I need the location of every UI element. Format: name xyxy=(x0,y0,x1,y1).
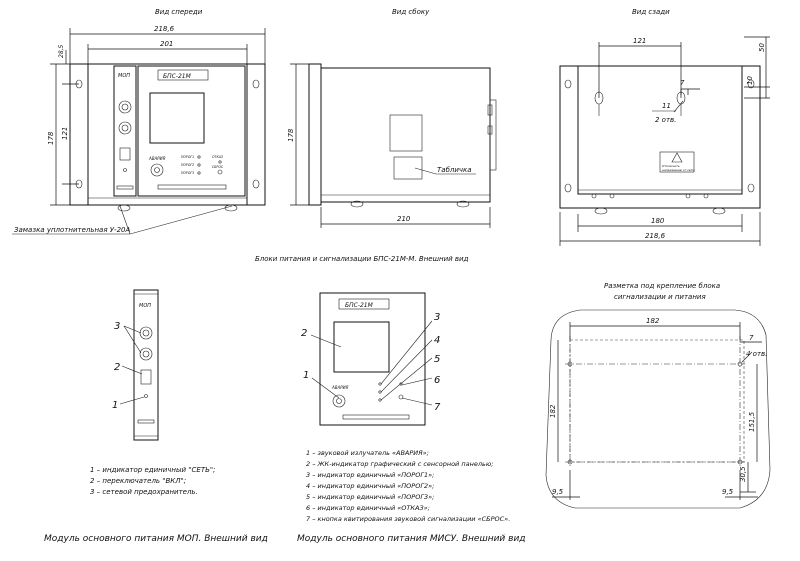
side-plate xyxy=(393,156,423,180)
mop-legend-2: 2 – переключатель "ВКЛ"; xyxy=(90,477,186,485)
misu-callout-3: 3 xyxy=(434,312,440,323)
mount-dim-182-h: 182 xyxy=(646,317,660,325)
front-reset-label: СБРОС xyxy=(212,165,224,169)
side-body xyxy=(320,67,491,203)
front-dim-hole-spacing: 121 xyxy=(61,127,69,140)
front-dim-top: 28,5 xyxy=(58,44,65,58)
back-holes-note: 2 отв. xyxy=(655,116,676,124)
misu-module-body xyxy=(319,292,426,426)
back-dim-7: 7 xyxy=(680,79,685,87)
front-fail-label: ОТКАЗ xyxy=(212,155,223,159)
back-dim-top: 50 xyxy=(758,43,766,52)
mop-module-label: МОП xyxy=(139,303,151,309)
misu-callout-6: 6 xyxy=(434,375,440,386)
back-dim-11: 11 xyxy=(662,102,671,110)
front-body xyxy=(87,63,248,206)
side-plate-upper xyxy=(389,114,423,152)
front-alarm-label: АВАРИЯ xyxy=(148,156,166,161)
misu-callout-1: 1 xyxy=(303,370,309,381)
mount-title-1: Разметка под крепление блока xyxy=(604,282,720,290)
mount-rect xyxy=(569,339,745,463)
misu-title: БПС-21М xyxy=(345,302,374,309)
back-body xyxy=(577,65,743,195)
mounting-template: Разметка под крепление блока сигнализаци… xyxy=(545,282,771,509)
back-dim-10: 10 xyxy=(746,76,754,85)
mount-dim-30: 30,5 xyxy=(739,466,747,482)
misu-legend-5: 5 – индикатор единичный «ПОРОГ3»; xyxy=(306,493,434,501)
misu-callout-2: 2 xyxy=(301,328,307,339)
front-dim-width-outer: 218,6 xyxy=(154,25,175,33)
front-dim-width-inner: 201 xyxy=(160,40,173,48)
front-dim-height: 178 xyxy=(47,131,55,145)
mount-dim-9-right: 9,5 xyxy=(722,488,734,496)
misu-legend-2: 2 – ЖК-индикатор графический с сенсорной… xyxy=(306,460,493,468)
back-view-title: Вид сзади xyxy=(632,8,670,16)
misu-legend-1: 1 – звуковой излучатель «АВАРИЯ»; xyxy=(306,449,429,457)
front-view-title: Вид спереди xyxy=(155,8,203,16)
front-mop-slot xyxy=(113,65,137,197)
misu-alarm-label: АВАРИЯ xyxy=(331,385,349,390)
front-view: МОП БПС-21М АВАРИЯ ПОРОГ1 ПОРОГ2 ПОРОГ3 … xyxy=(12,25,266,235)
back-warning-line2: напряжение от сети xyxy=(662,168,695,172)
misu-legend-7: 7 – кнопка квитирования звуковой сигнали… xyxy=(306,515,510,523)
back-dim-inner: 180 xyxy=(651,217,665,225)
back-view: Отключить напряжение от сети 121 50 7 10… xyxy=(559,36,770,246)
misu-legend-3: 3 – индикатор единичный «ПОРОГ1»; xyxy=(306,471,434,479)
misu-callout-5: 5 xyxy=(434,354,440,365)
mop-callout-3: 3 xyxy=(114,321,120,332)
misu-callout-7: 7 xyxy=(434,402,441,413)
mop-module-body xyxy=(133,289,159,441)
misu-caption: Модуль основного питания МИСУ. Внешний в… xyxy=(297,534,526,544)
mop-module: МОП 3 2 1 1 – индикатор единичный "СЕТЬ"… xyxy=(44,289,268,544)
front-lcd xyxy=(149,92,205,144)
front-ind2-label: ПОРОГ2 xyxy=(181,163,194,167)
mop-callout-2: 2 xyxy=(114,362,120,373)
mount-holes-note: 4 отв. xyxy=(746,350,767,358)
back-warning-label xyxy=(659,151,695,173)
mount-dim-9-left: 9,5 xyxy=(552,488,564,496)
back-dim-outer: 218,6 xyxy=(645,232,666,240)
main-caption: Блоки питания и сигнализации БПС-21М-М. … xyxy=(255,255,469,263)
misu-lcd xyxy=(333,321,390,373)
side-plate-label: Табличка xyxy=(437,166,472,174)
mop-caption: Модуль основного питания МОП. Внешний ви… xyxy=(44,534,268,544)
mount-dim-7: 7 xyxy=(749,334,754,342)
side-view: Табличка 178 210 xyxy=(287,63,497,228)
misu-legend-6: 6 – индикатор единичный «ОТКАЗ»; xyxy=(306,504,430,512)
side-dim-depth: 210 xyxy=(397,215,411,223)
mop-callout-1: 1 xyxy=(112,400,118,411)
mop-legend-1: 1 – индикатор единичный "СЕТЬ"; xyxy=(90,466,216,474)
mount-dim-151: 151,5 xyxy=(748,411,756,432)
misu-legend-4: 4 – индикатор единичный «ПОРОГ2»; xyxy=(306,482,434,490)
front-mop-label: МОП xyxy=(118,73,130,79)
misu-callout-4: 4 xyxy=(434,335,440,346)
side-view-title: Вид сбоку xyxy=(392,8,430,16)
front-flange xyxy=(69,63,266,206)
front-ind3-label: ПОРОГ3 xyxy=(181,171,194,175)
front-ind1-label: ПОРОГ1 xyxy=(181,155,194,159)
back-warning-line1: Отключить xyxy=(662,164,680,168)
back-dim-spacing: 121 xyxy=(633,37,646,45)
back-flange xyxy=(559,65,761,209)
front-panel-title: БПС-21М xyxy=(163,73,192,80)
mount-cutout-outline xyxy=(545,309,771,509)
mount-dim-182-v: 182 xyxy=(549,404,557,418)
mount-title-2: сигнализации и питания xyxy=(614,293,706,301)
front-seal-label: Замазка уплотнительная У-20А xyxy=(14,226,130,234)
side-dim-height: 178 xyxy=(287,128,295,142)
mop-legend-3: 3 – сетевой предохранитель. xyxy=(90,488,198,496)
misu-module: БПС-21М АВАРИЯ 1 2 3 4 5 6 7 1 – звуково… xyxy=(297,292,526,544)
front-misu-panel xyxy=(137,65,246,197)
